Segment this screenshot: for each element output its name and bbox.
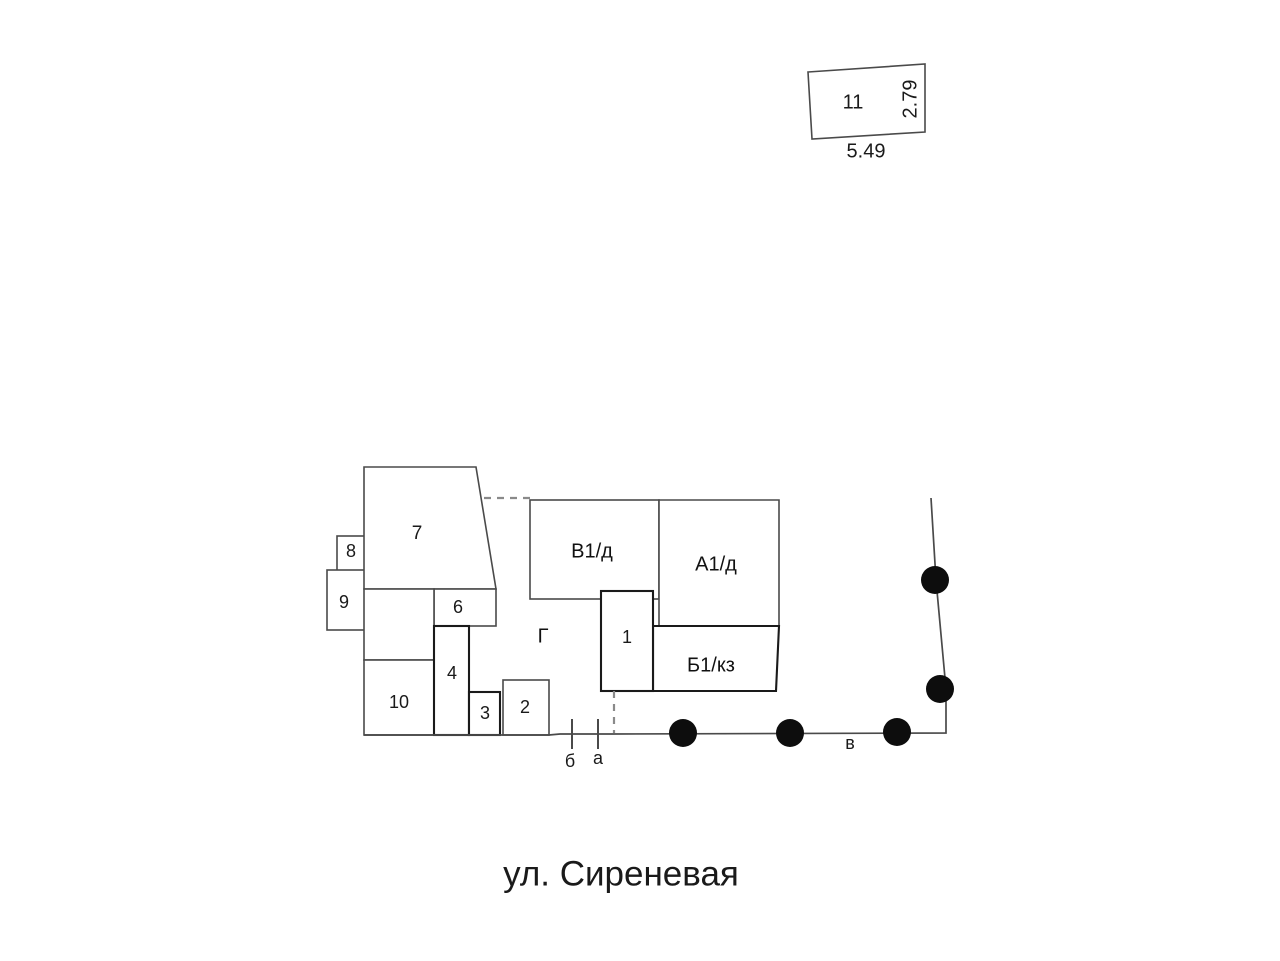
litera-g-label: Г [538,625,549,647]
structure-3-label: 3 [480,703,490,723]
street-name-label: ул. Сиреневая [503,854,739,893]
structure-1-outline [599,589,655,693]
parcel-inset-11: 11 2.79 5.49 [807,63,926,162]
structure-10-outline [363,659,435,736]
structure-3: 3 [467,690,502,737]
boundary-node-dot [883,718,911,746]
structure-6-outline [433,588,497,627]
structure-9-outline [326,569,366,631]
structure-7: 7 [363,466,497,590]
litera-a1d: А1/д [658,499,780,627]
structure-6: 6 [433,588,497,627]
gate-label-b: б [565,751,575,771]
structure-10: 10 [363,659,435,736]
structure-7-outline [363,466,497,590]
litera-b1kz: Б1/кз [651,624,781,693]
structure-2: 2 [502,679,550,736]
structure-block-left-upper-outline [363,588,435,661]
structure-10-label: 10 [389,692,409,712]
parcel-11-outline [807,63,926,140]
structure-4: 4 [432,624,471,737]
boundary-node-dot [669,719,697,747]
structure-2-label: 2 [520,697,530,717]
litera-v1d-outline [529,499,660,600]
structure-4-label: 4 [447,663,457,683]
fence-segment-label-v: в [845,733,855,753]
litera-v1d: В1/д [529,499,660,600]
litera-b1kz-label: Б1/кз [687,654,735,676]
gate-label-a: а [593,748,604,768]
parcel-11-number: 11 [843,91,864,113]
structure-8-label: 8 [346,541,356,561]
structure-1-label: 1 [622,627,632,647]
structure-block-left-upper [363,588,435,661]
parcel-11-width-dim: 5.49 [847,140,886,162]
boundary-node-dot [921,566,949,594]
structure-9: 9 [326,569,366,631]
litera-a1d-label: А1/д [695,553,737,575]
boundary-node-dot [776,719,804,747]
structure-9-label: 9 [339,592,349,612]
structure-1: 1 [599,589,655,693]
parcel-11-height-dim: 2.79 [899,80,921,119]
structure-6-label: 6 [453,597,463,617]
boundary-node-dot [926,675,954,703]
structure-7-label: 7 [412,523,423,544]
litera-v1d-label: В1/д [571,540,613,562]
